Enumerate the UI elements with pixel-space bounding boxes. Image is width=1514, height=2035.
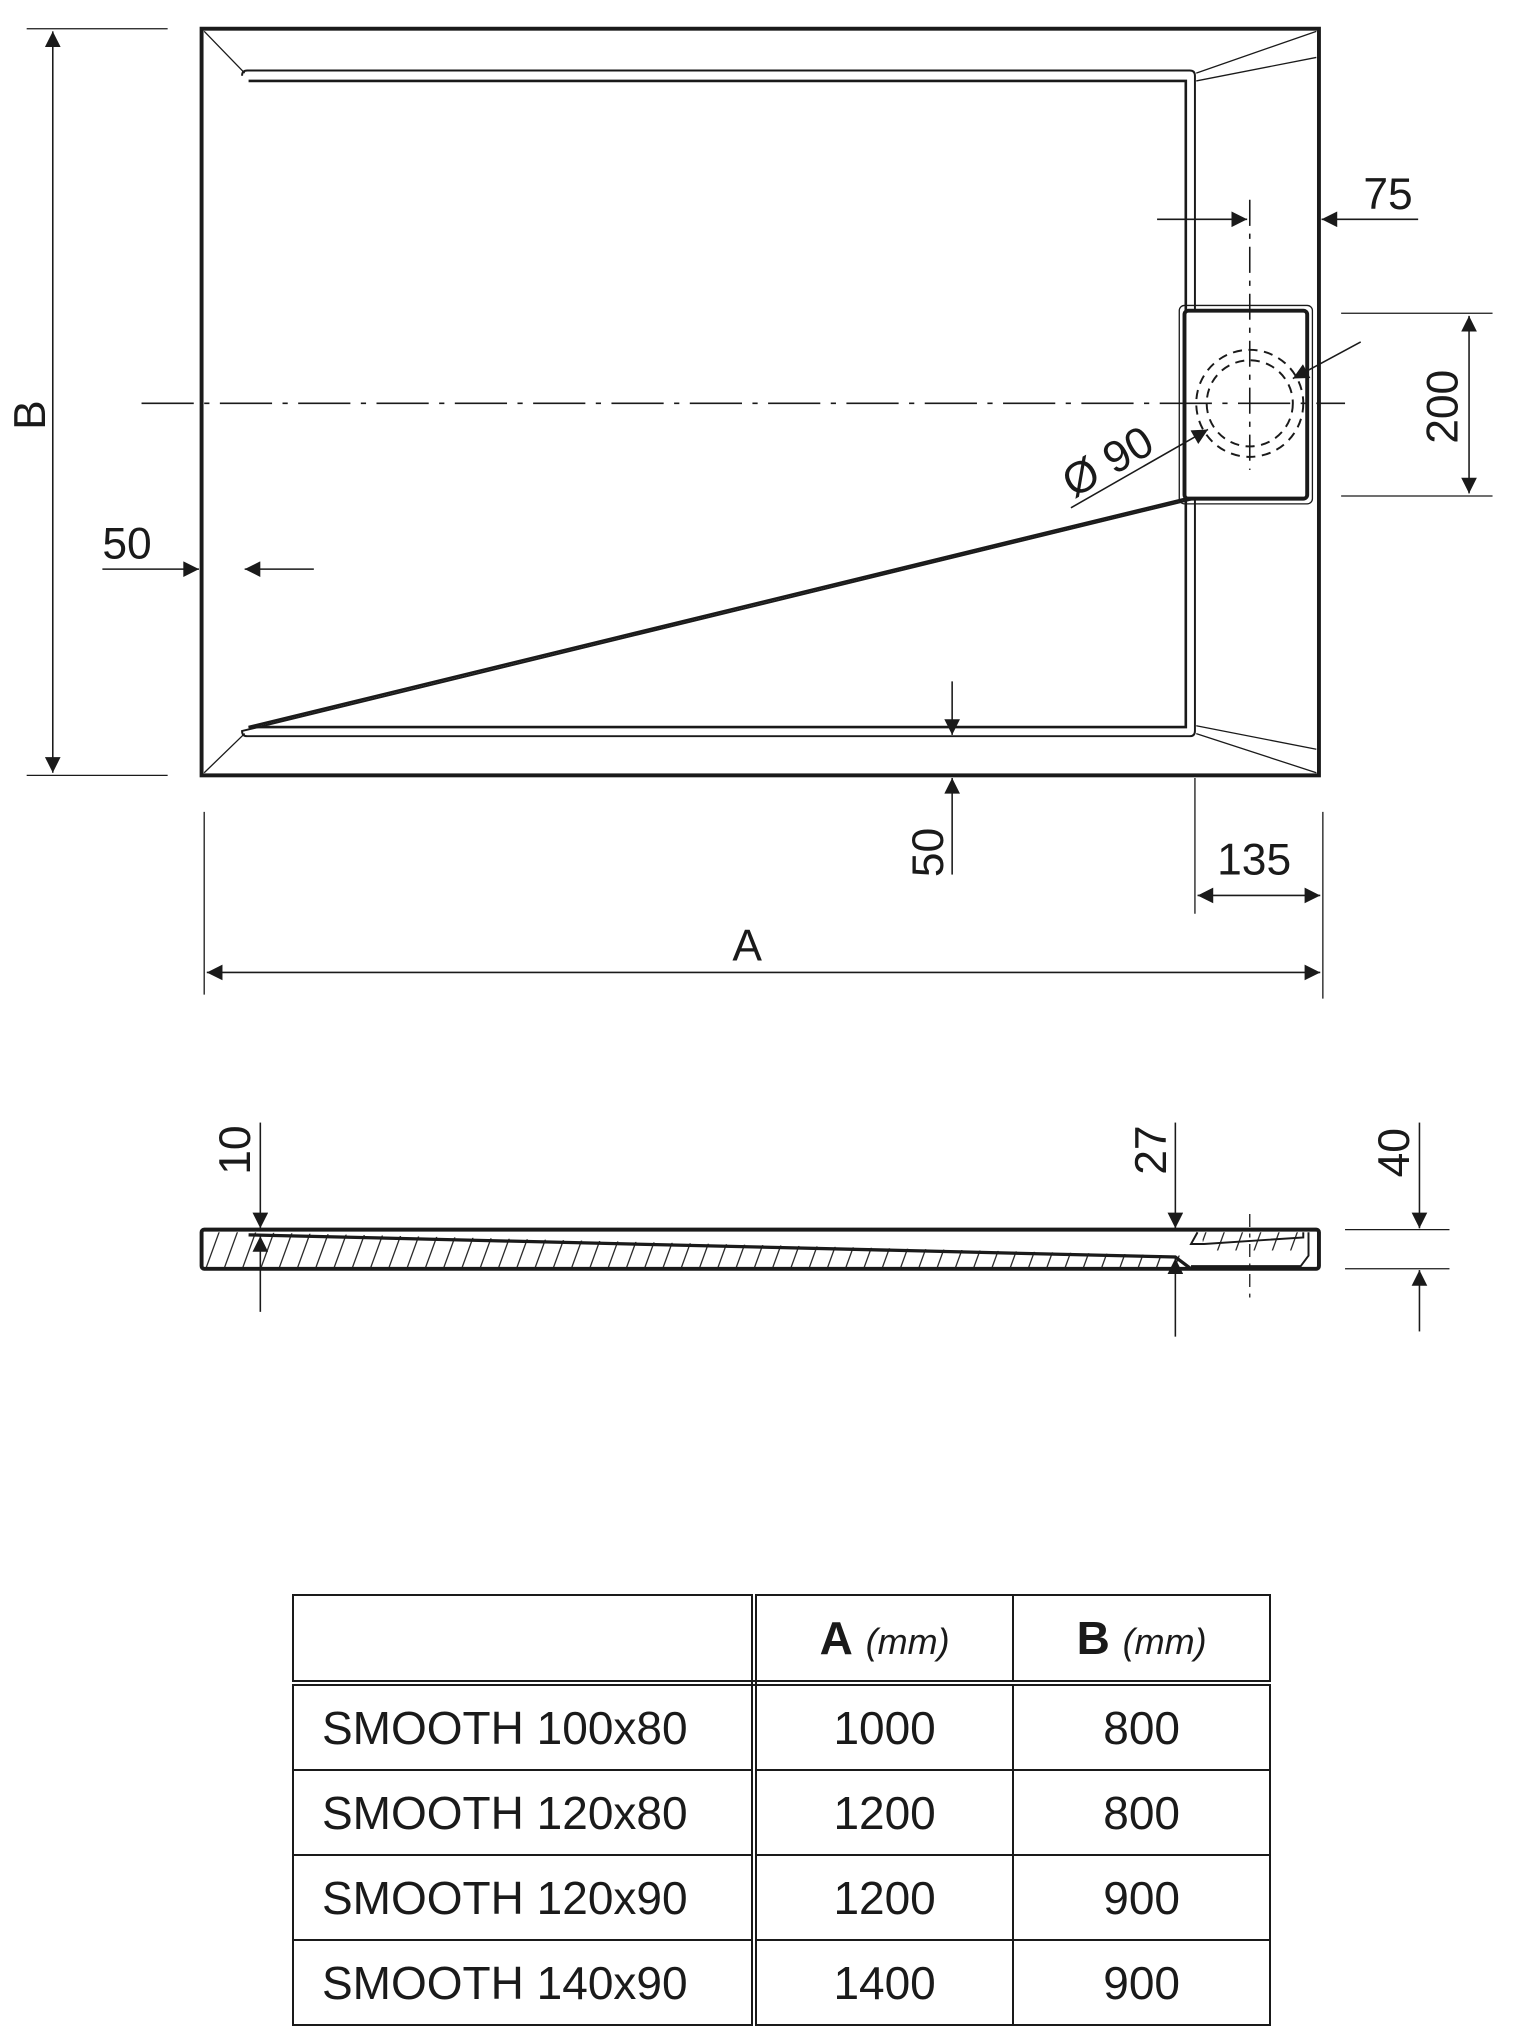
tray-outline	[199, 26, 1321, 778]
b-cell: 800	[1012, 1682, 1271, 1771]
corner-slope-lines	[203, 30, 1317, 774]
model-cell: SMOOTH 120x80	[292, 1769, 757, 1856]
table-row: SMOOTH 120x90 1200 900	[292, 1854, 1271, 1941]
a-cell: 1400	[752, 1939, 1015, 2026]
table-row: SMOOTH 140x90 1400 900	[292, 1939, 1271, 2026]
a-cell: 1200	[752, 1769, 1015, 1856]
plan-view: B 50 50 75 200 Ø 90 135 A	[6, 26, 1493, 999]
dimension-drain-zone-label: 135	[1217, 836, 1291, 885]
header-model	[292, 1594, 757, 1686]
drain-box	[1182, 308, 1310, 501]
dimension-drain-offset-label: 75	[1363, 170, 1412, 219]
shower-area-outer	[241, 69, 1196, 738]
header-label: A	[819, 1612, 853, 1664]
header-label: B	[1076, 1612, 1110, 1664]
dimension-drain-diameter-label: Ø 90	[1054, 417, 1162, 508]
b-cell: 900	[1012, 1939, 1271, 2026]
model-cell: SMOOTH 140x90	[292, 1939, 757, 2026]
dimension-max-depth-label: 27	[1127, 1125, 1176, 1174]
b-cell: 900	[1012, 1854, 1271, 1941]
dimension-A-label: A	[732, 922, 762, 971]
model-cell: SMOOTH 100x80	[292, 1682, 757, 1771]
dimension-total-height-label: 40	[1370, 1128, 1419, 1177]
table-row: SMOOTH 120x80 1200 800	[292, 1769, 1271, 1856]
table-row: SMOOTH 100x80 1000 800	[292, 1682, 1271, 1771]
model-cell: SMOOTH 120x90	[292, 1854, 757, 1941]
tray-section-outline	[199, 1227, 1321, 1271]
a-cell: 1000	[752, 1682, 1015, 1771]
header-A: A (mm)	[752, 1594, 1015, 1686]
header-B: B (mm)	[1012, 1594, 1271, 1686]
dimension-min-depth-label: 10	[211, 1125, 260, 1174]
b-cell: 800	[1012, 1769, 1271, 1856]
dimension-left-margin-label: 50	[102, 520, 151, 569]
dimensions-table: A (mm) B (mm) SMOOTH 100x80 1000 800 SMO…	[292, 1594, 1271, 2026]
dimension-bottom-margin-label: 50	[904, 828, 953, 877]
header-unit: (mm)	[865, 1621, 950, 1662]
header-unit: (mm)	[1122, 1621, 1207, 1662]
dimension-drain-height-label: 200	[1418, 370, 1467, 444]
dimension-B-label: B	[6, 400, 55, 430]
section-view: 10 27 40	[199, 1122, 1450, 1337]
shower-area-inner	[248, 79, 1188, 729]
a-cell: 1200	[752, 1854, 1015, 1941]
table-header-row: A (mm) B (mm)	[292, 1594, 1271, 1686]
